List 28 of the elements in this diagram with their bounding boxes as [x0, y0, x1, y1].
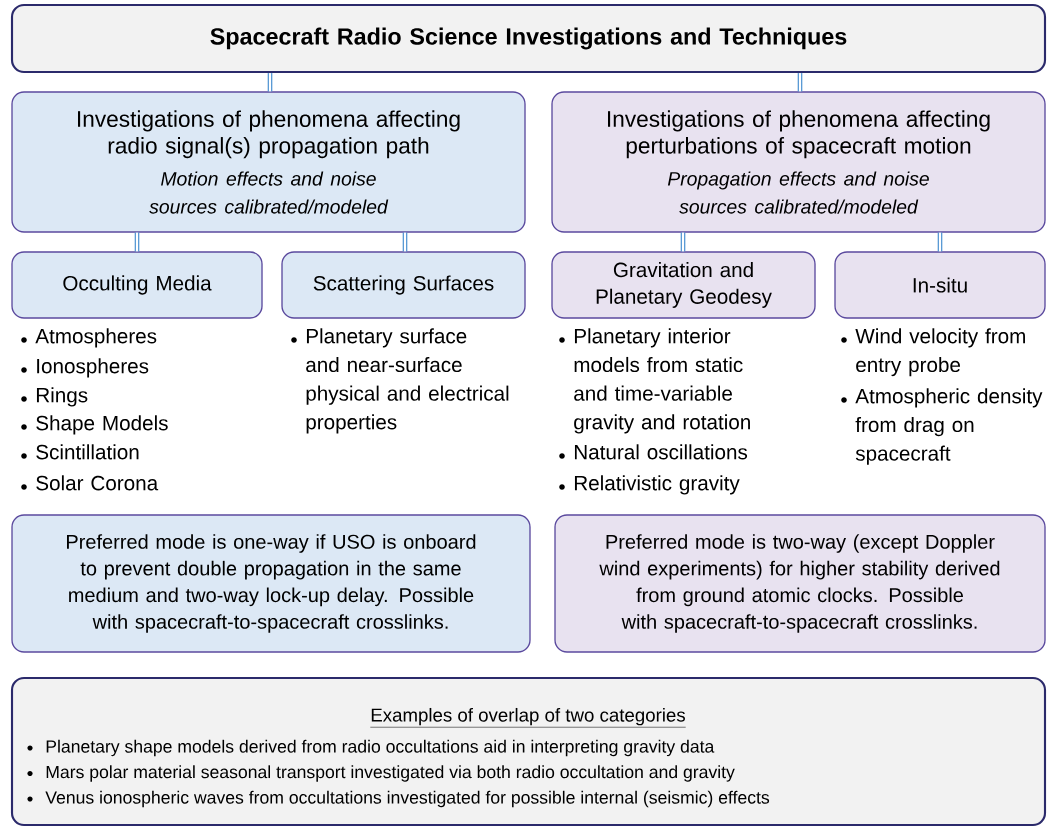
examples-box: Examples of overlap of two categories Planetary shape models derived from radio occultations aid in interpreting gravity data Mars polar material seasonal transport investigated via both radio occultation and gravity Venus ionospheric waves from occultations investigated for possible internal (seismic) effects: [10, 676, 1047, 827]
connector: [134, 231, 140, 253]
title-box: Spacecraft Radio Science Investigations and Techniques: [10, 3, 1047, 74]
bullet-item: Ionospheres: [21, 358, 149, 378]
bullet-item: Rings: [21, 387, 88, 407]
note-box: Preferred mode is two-way (except Doppler wind experiments) for higher stability derived from ground atomic clocks. Possible with spacecraft-to-spacecraft crosslinks.: [554, 514, 1046, 653]
connector: [402, 231, 408, 253]
bullet-item: Shape Models: [21, 415, 168, 435]
connector: [680, 231, 686, 253]
subcategory-box: Gravitation and Planetary Geodesy: [551, 251, 816, 319]
subcategory-box: In-situ: [834, 251, 1046, 319]
category-box: Investigations of phenomena affecting perturbations of spacecraft motion Propagation effects and noise sources calibrated/modeled: [551, 91, 1046, 233]
bullet-item: Natural oscillations: [559, 444, 748, 460]
connector: [267, 72, 273, 93]
bullet-item: Relativistic gravity: [559, 475, 740, 495]
subcategory-box: Occulting Media: [11, 251, 263, 319]
note-box: Preferred mode is one-way if USO is onboard to prevent double propagation in the same medium and two-way lock-up delay. Possible with spacecraft-to-spacecraft crosslinks.: [11, 514, 531, 653]
bullet-item: Atmospheric density from drag on spacecraft: [841, 388, 1043, 465]
bullet-item: Planetary surface and near-surface physical and electrical properties: [291, 328, 509, 434]
category-box: Investigations of phenomena affecting radio signal(s) propagation path Motion effects and noise sources calibrated/modeled: [11, 91, 526, 233]
connector: [797, 72, 803, 93]
connector: [937, 231, 943, 253]
bullet-item: Atmospheres: [21, 328, 157, 348]
bullet-item: Wind velocity from entry probe: [841, 328, 1025, 377]
bullet-item: Solar Corona: [21, 475, 159, 491]
subcategory-box: Scattering Surfaces: [281, 251, 526, 319]
bullet-item: Planetary interior models from static and time-variable gravity and rotation: [559, 328, 750, 434]
bullet-item: Scintillation: [21, 444, 139, 460]
